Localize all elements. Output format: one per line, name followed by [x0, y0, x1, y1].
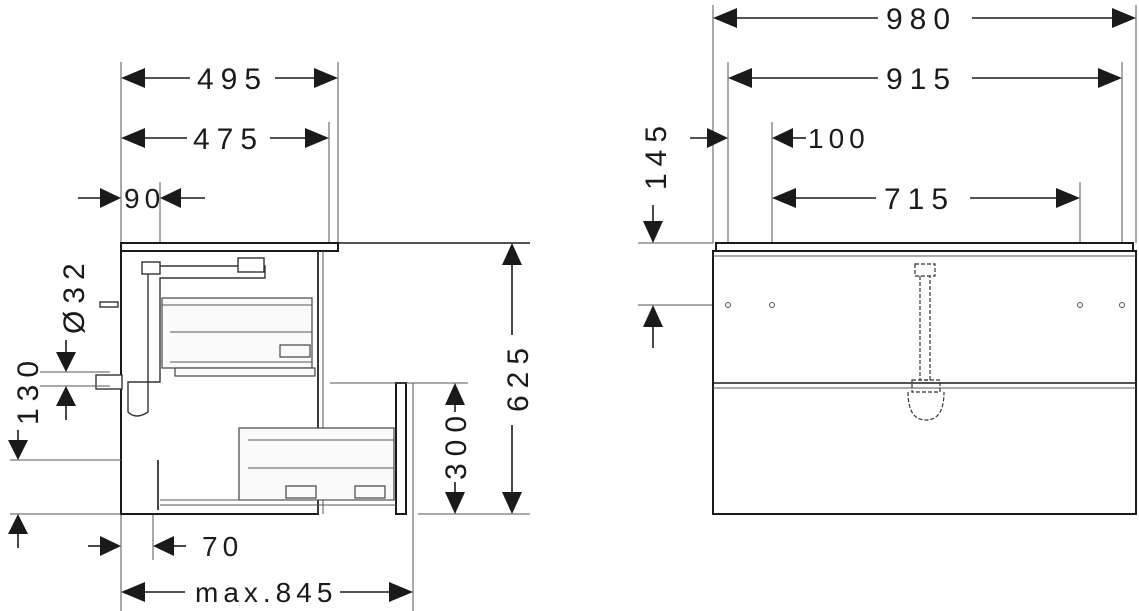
dimension-label: 715 — [884, 183, 955, 216]
dimension-label: 100 — [808, 123, 870, 154]
dimension-width-inner: 915 — [728, 63, 1122, 96]
mounting-hole — [725, 302, 731, 308]
upper-drawer — [161, 297, 316, 377]
dimension-hole-inset: 100 — [690, 123, 870, 154]
dimension-pipe-height: 130 — [8, 354, 121, 548]
dimension-top-offset: 145 — [638, 119, 728, 348]
dimension-max-extension: max.845 — [121, 577, 413, 608]
dimension-depth-body: 475 — [121, 123, 329, 156]
dimension-label: 475 — [193, 123, 264, 156]
mounting-hole — [1119, 302, 1125, 308]
hidden-siphon — [907, 263, 945, 421]
dimension-label: 90 — [124, 183, 165, 214]
dimension-label: 145 — [640, 119, 673, 190]
dimension-label: 300 — [440, 409, 473, 480]
dimension-height-total: 625 — [418, 243, 535, 515]
dimension-label: 70 — [202, 531, 243, 562]
dimension-label: 130 — [12, 354, 45, 425]
dimension-drawer-height: 300 — [330, 382, 473, 514]
dimension-label: 980 — [886, 3, 957, 36]
dimension-label: 915 — [886, 63, 957, 96]
dimension-label: max.845 — [195, 577, 337, 608]
lower-drawer-extended — [160, 382, 407, 515]
mounting-hole — [769, 302, 775, 308]
dimension-depth-total: 495 — [121, 63, 338, 96]
dimension-label: Ø32 — [58, 256, 91, 334]
dimension-pipe-diameter: Ø32 — [40, 256, 110, 420]
side-view: 495 475 90 — [8, 62, 535, 611]
dimension-label: 625 — [502, 341, 535, 412]
dimension-label: 495 — [197, 63, 268, 96]
front-view: 980 915 100 715 — [638, 3, 1137, 515]
dimension-width-total: 980 — [713, 3, 1136, 36]
dimension-hole-spacing: 715 — [772, 183, 1080, 216]
siphon — [95, 257, 266, 417]
dimension-wall-offset: 70 — [88, 531, 243, 562]
dimension-siphon-offset: 90 — [78, 183, 205, 214]
mounting-hole — [1077, 302, 1083, 308]
